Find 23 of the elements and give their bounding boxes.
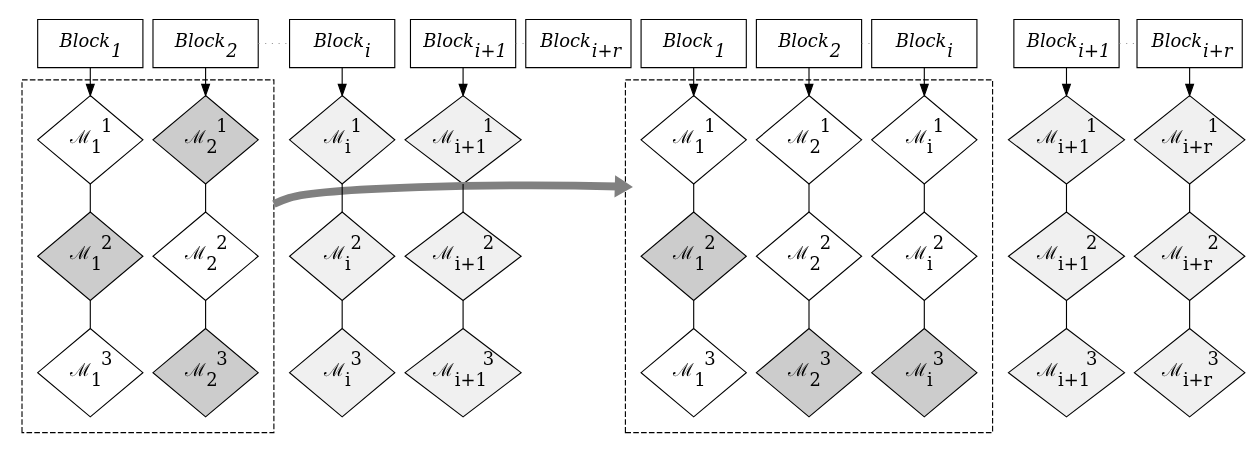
connector <box>693 299 695 329</box>
arrow <box>272 174 633 208</box>
connector <box>1065 183 1068 212</box>
connector <box>89 299 91 329</box>
connector <box>923 183 925 212</box>
connector <box>808 299 810 329</box>
connector <box>205 299 207 329</box>
connector <box>89 183 91 212</box>
connector <box>693 183 695 212</box>
connector <box>923 299 925 329</box>
connector <box>341 183 343 212</box>
connector <box>341 299 343 329</box>
cluster <box>21 78 275 433</box>
connector <box>1189 299 1191 329</box>
arrow <box>804 66 814 97</box>
connector <box>1065 299 1068 329</box>
connector <box>808 183 810 212</box>
cluster <box>624 78 994 433</box>
connector <box>462 183 464 212</box>
connector <box>1189 183 1191 212</box>
connector <box>462 299 464 329</box>
connector <box>205 183 207 212</box>
arrow <box>458 66 468 97</box>
